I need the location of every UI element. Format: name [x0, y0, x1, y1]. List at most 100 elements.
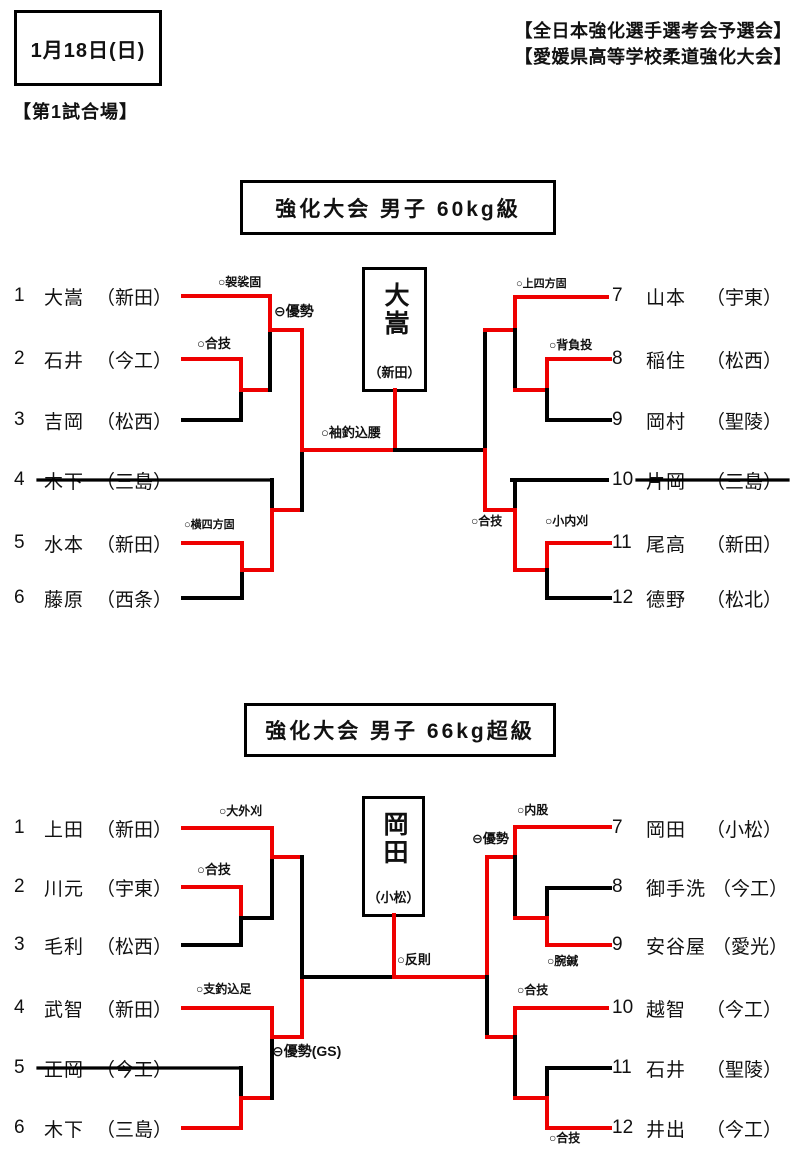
- player-number: 2: [14, 348, 25, 369]
- player-row: 4 武智 （新田）: [14, 994, 172, 1022]
- player-row: 9 安谷屋（愛光）: [612, 931, 788, 959]
- player-name: 御手洗: [646, 878, 707, 900]
- player-club: （今工）: [706, 999, 783, 1021]
- player-row: 6 木下 （三島）: [14, 1114, 172, 1142]
- player-name: 川元: [44, 878, 85, 900]
- technique-annotation: ○支釣込足: [196, 982, 252, 996]
- player-row: 8 御手洗（今工）: [612, 873, 788, 901]
- technique-annotation: ○合技: [549, 1131, 581, 1145]
- technique-annotation: ○反則: [397, 952, 431, 967]
- technique-annotation: ○袈裟固: [218, 275, 262, 289]
- player-name: 井出: [646, 1119, 687, 1141]
- player-club: （松西）: [96, 411, 173, 433]
- player-club: （小松）: [706, 819, 783, 841]
- player-number: 10: [612, 997, 634, 1018]
- player-club: （今工）: [712, 878, 789, 900]
- player-name: 武智: [44, 999, 85, 1021]
- technique-annotation: ○小内刈: [545, 514, 589, 528]
- champion-box-66kg: 岡田 （小松）: [362, 796, 425, 917]
- technique-annotation: ○合技: [197, 336, 231, 351]
- bracket-title-66kg: 強化大会 男子 66kg超級: [244, 703, 556, 757]
- player-name: 毛利: [44, 936, 85, 958]
- player-number: 12: [612, 587, 634, 608]
- bracket-title-60kg-label: 強化大会 男子 60kg級: [275, 197, 521, 221]
- champion-name: 岡田: [380, 811, 408, 867]
- player-number: 3: [14, 409, 25, 430]
- player-name: 木下: [44, 471, 85, 493]
- player-club: （新田）: [96, 534, 173, 556]
- player-name: 大嵩: [44, 287, 85, 309]
- player-club: （聖陵）: [706, 411, 783, 433]
- technique-annotation: ○大外刈: [219, 804, 263, 818]
- technique-annotation: ○背負投: [549, 338, 593, 352]
- technique-annotation: ○合技: [517, 983, 549, 997]
- player-row: 7 岡田 （小松）: [612, 814, 782, 842]
- player-name: 正岡: [44, 1059, 85, 1081]
- player-club: （愛光）: [712, 936, 789, 958]
- player-number: 7: [612, 285, 623, 306]
- player-number: 4: [14, 997, 25, 1018]
- player-name: 安谷屋: [646, 936, 707, 958]
- event-titles: 【全日本強化選手選考会予選会】 【愛媛県高等学校柔道強化大会】: [515, 18, 793, 70]
- player-club: （西条）: [96, 589, 173, 611]
- player-number: 6: [14, 587, 25, 608]
- player-number: 5: [14, 532, 25, 553]
- player-club: （聖陵）: [706, 1059, 783, 1081]
- player-club: （三島）: [96, 471, 173, 493]
- event-title-line-2: 【愛媛県高等学校柔道強化大会】: [514, 47, 792, 67]
- player-row: 10 片岡 （三島）: [612, 466, 782, 494]
- player-row: 10 越智 （今工）: [612, 994, 782, 1022]
- player-number: 8: [612, 876, 623, 897]
- player-number: 6: [14, 1117, 25, 1138]
- player-name: 木下: [44, 1119, 85, 1141]
- player-number: 11: [612, 532, 632, 553]
- player-number: 1: [14, 817, 25, 838]
- player-club: （宇東）: [96, 878, 173, 900]
- player-name: 越智: [646, 999, 687, 1021]
- player-number: 4: [14, 469, 25, 490]
- technique-annotation: ○合技: [197, 862, 231, 877]
- player-name: 稲住: [646, 350, 687, 372]
- player-name: 上田: [44, 819, 85, 841]
- player-name: 水本: [44, 534, 85, 556]
- technique-annotation: ⊖優勢(GS): [272, 1043, 342, 1059]
- player-club: （新田）: [706, 534, 783, 556]
- player-club: （三島）: [706, 471, 783, 493]
- player-club: （新田）: [96, 999, 173, 1021]
- player-name: 岡村: [646, 411, 687, 433]
- player-number: 12: [612, 1117, 634, 1138]
- bracket-title-60kg: 強化大会 男子 60kg級: [240, 180, 556, 235]
- player-club: （新田）: [96, 287, 173, 309]
- player-number: 9: [612, 934, 623, 955]
- champion-club: （小松）: [367, 890, 420, 905]
- player-name: 岡田: [646, 819, 687, 841]
- technique-annotation: ○腕鍼: [547, 954, 579, 968]
- player-name: 片岡: [646, 471, 687, 493]
- player-number: 1: [14, 285, 25, 306]
- champion-club: （新田）: [368, 365, 421, 380]
- player-number: 7: [612, 817, 623, 838]
- player-club: （松北）: [706, 589, 783, 611]
- player-name: 德野: [646, 589, 687, 611]
- player-club: （三島）: [96, 1119, 173, 1141]
- player-name: 山本: [646, 287, 687, 309]
- player-row: 6 藤原 （西条）: [14, 584, 172, 612]
- player-number: 10: [612, 469, 634, 490]
- technique-annotation: ⊖優勢: [472, 831, 509, 846]
- player-club: （松西）: [706, 350, 783, 372]
- bracket-title-66kg-label: 強化大会 男子 66kg超級: [265, 720, 535, 743]
- player-number: 3: [14, 934, 25, 955]
- player-name: 藤原: [44, 589, 85, 611]
- player-number: 11: [612, 1057, 632, 1078]
